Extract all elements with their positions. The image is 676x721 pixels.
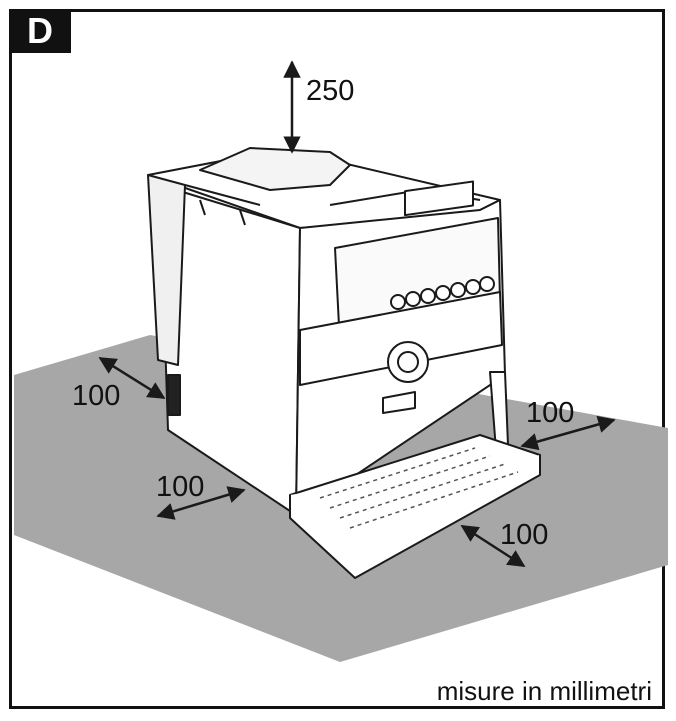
arrow-right-back [520, 415, 616, 451]
arrow-right-front [460, 524, 526, 568]
coffee-machine [147, 147, 541, 579]
coffee-spout [382, 391, 416, 414]
water-tank [147, 174, 186, 366]
dimension-top-label: 250 [306, 75, 354, 107]
figure-label: D [9, 9, 71, 53]
bean-hopper-lid [199, 147, 351, 191]
dimension-right-back-label: 100 [526, 397, 574, 429]
arrow-left-back [98, 356, 166, 400]
dimension-arrows [98, 60, 616, 568]
button-row [390, 276, 495, 310]
dimension-right-front-label: 100 [500, 519, 548, 551]
units-caption: misure in millimetri [436, 676, 652, 706]
display-window [404, 180, 474, 217]
dimension-left-front-label: 100 [156, 471, 204, 503]
arrow-left-front [156, 486, 246, 520]
drip-tray-grid [319, 447, 519, 529]
dimension-left-back-label: 100 [72, 380, 120, 412]
